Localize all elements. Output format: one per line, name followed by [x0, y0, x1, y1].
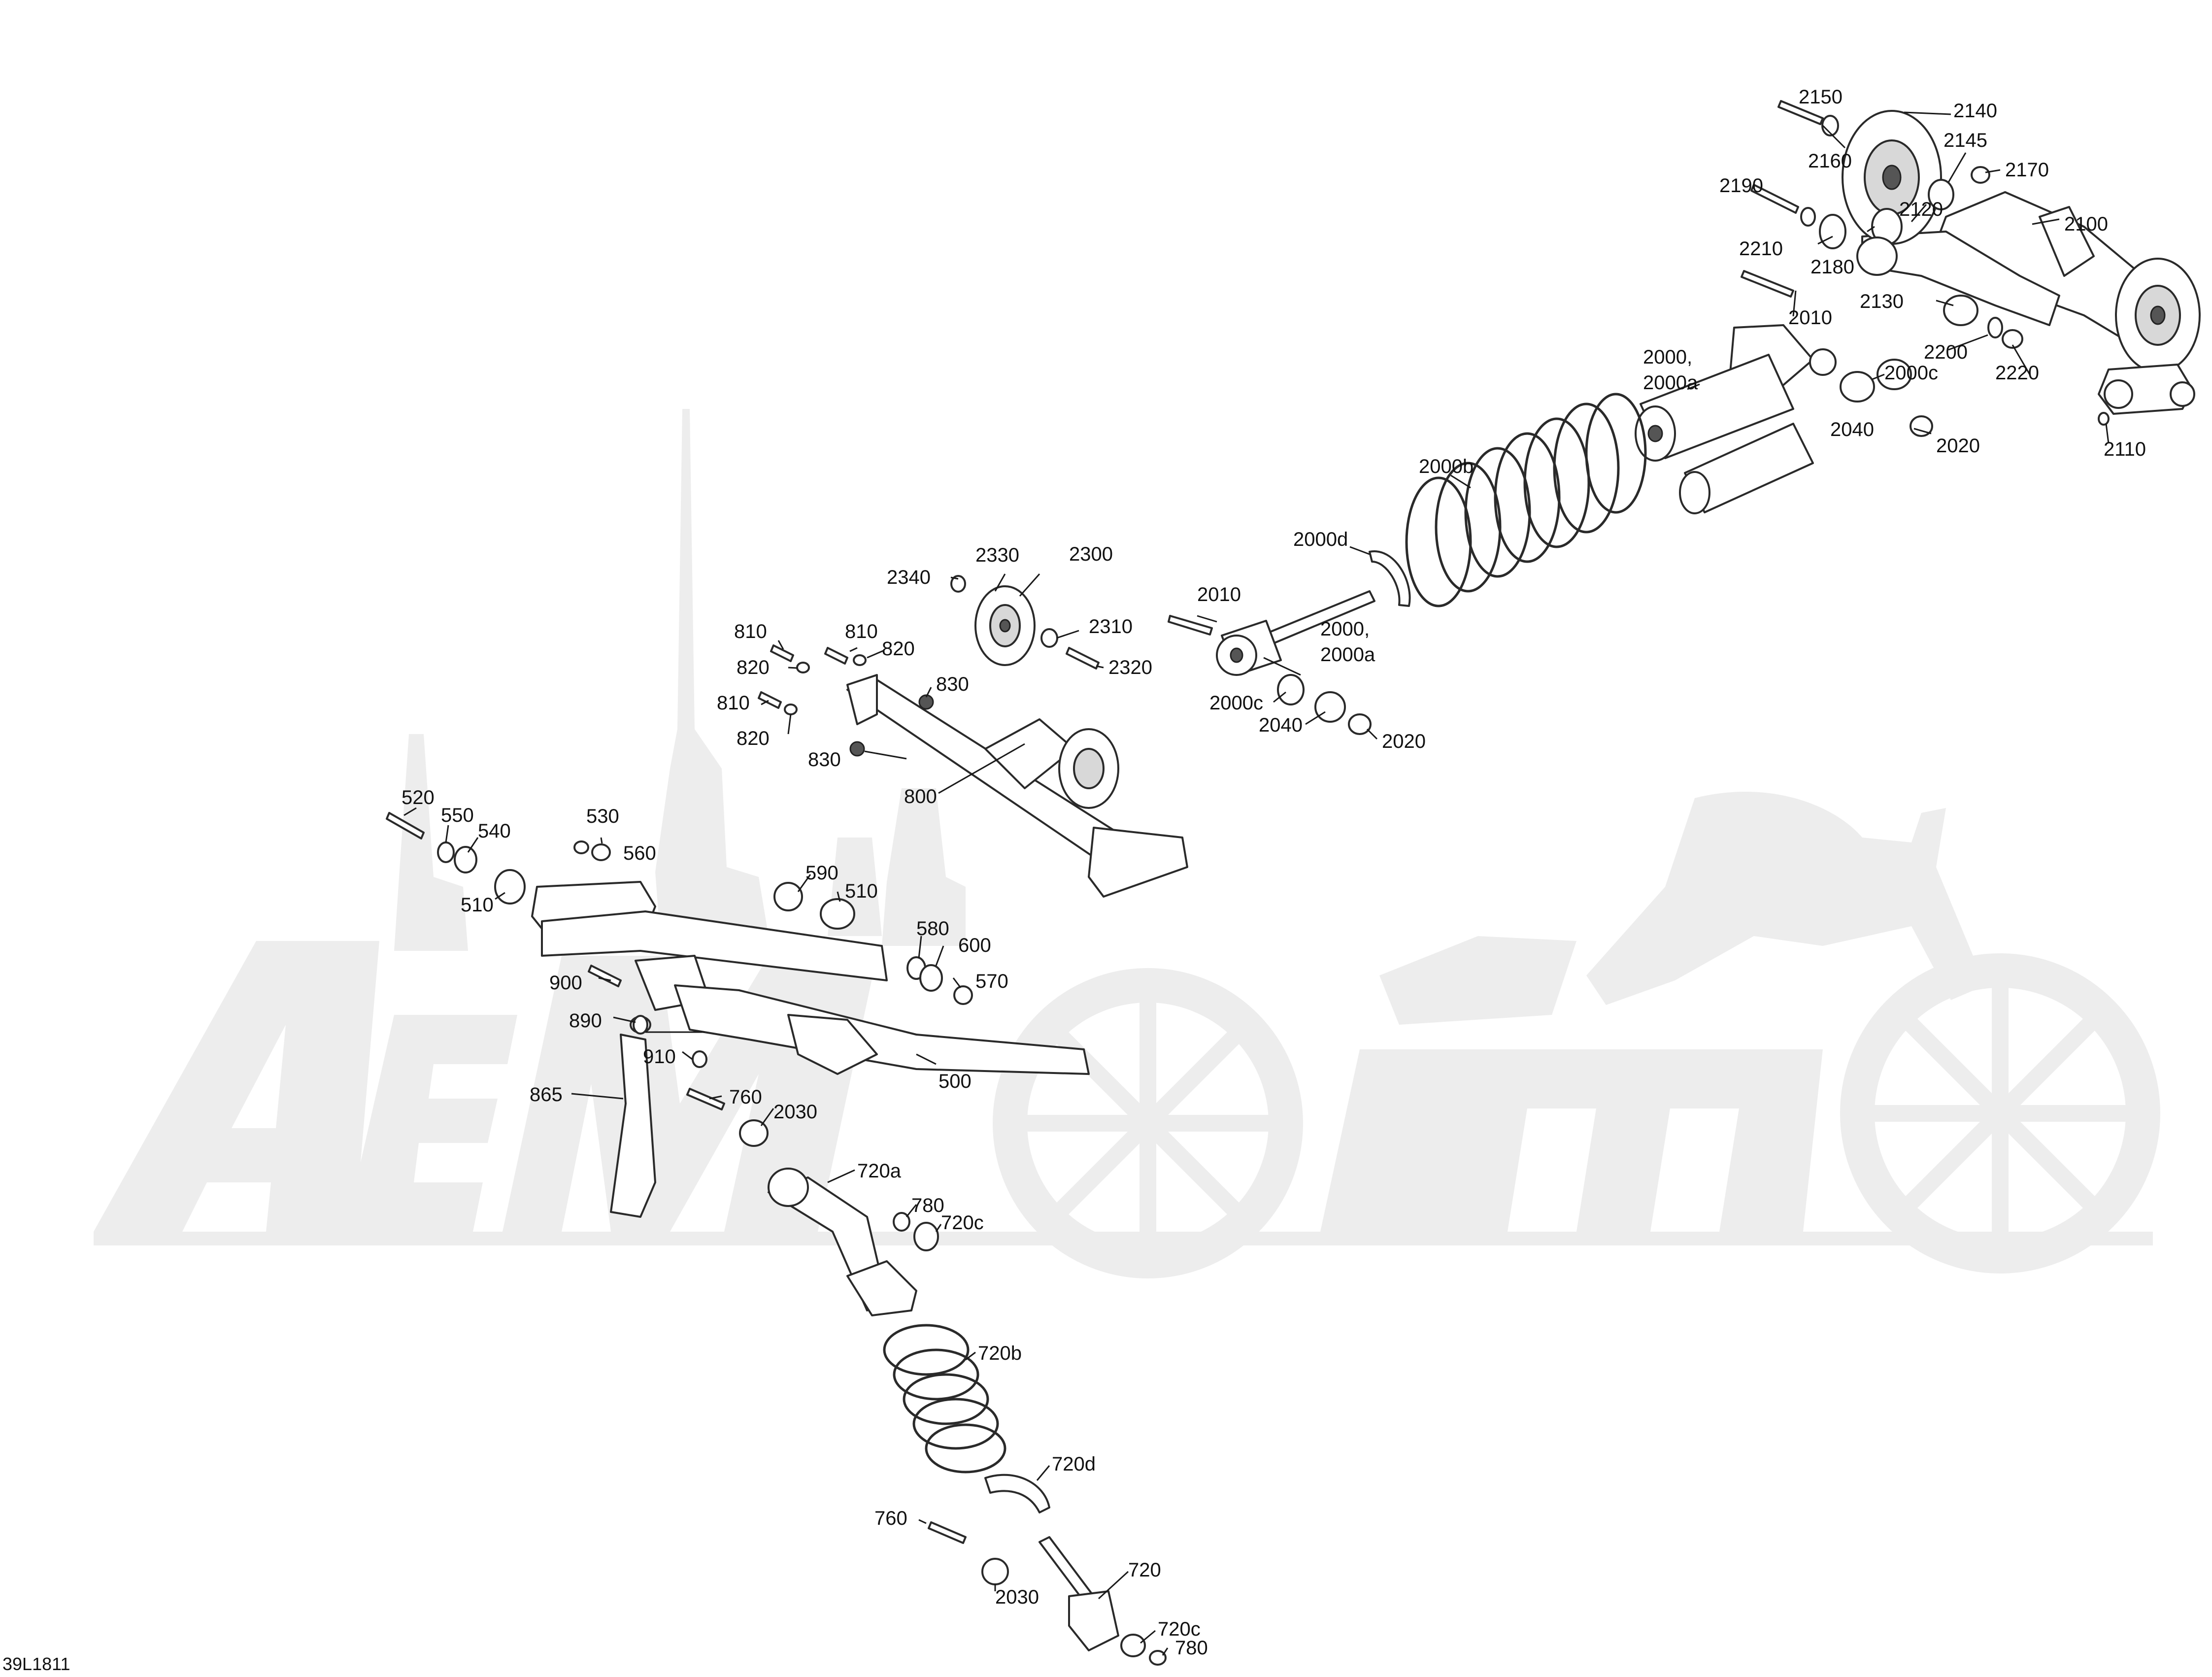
label-720a: 720a [857, 1160, 902, 1182]
label-2010-top: 2010 [1788, 307, 1832, 329]
label-900: 900 [549, 972, 582, 994]
label-760-b: 760 [874, 1508, 907, 1529]
label-510-b: 510 [845, 880, 878, 902]
part-labels: 2150 2140 2160 2145 2170 2190 2120 2100 … [402, 86, 2146, 1659]
label-2200: 2200 [1924, 341, 1968, 363]
label-830-b: 830 [808, 749, 841, 771]
label-2020-top: 2020 [1936, 435, 1980, 457]
label-720d: 720d [1052, 1453, 1096, 1475]
label-820-a: 820 [737, 657, 770, 678]
spring-720b [883, 1324, 1006, 1474]
label-2170: 2170 [2005, 159, 2049, 181]
label-2000a-mid: 2000a [1320, 644, 1375, 666]
label-2020-mid: 2020 [1382, 731, 1426, 752]
front-shock-720 [686, 1088, 1167, 1666]
label-810-c: 810 [717, 692, 750, 714]
label-550: 550 [441, 805, 474, 826]
label-2330: 2330 [975, 544, 1019, 566]
label-2000-top: 2000, [1643, 346, 1692, 368]
label-720c-b: 720c [1158, 1618, 1201, 1640]
label-2000a-top: 2000a [1643, 372, 1698, 394]
label-760-a: 760 [729, 1086, 762, 1108]
label-2130: 2130 [1860, 291, 1904, 312]
label-560: 560 [623, 842, 656, 864]
label-720: 720 [1128, 1559, 1161, 1581]
label-2000d: 2000d [1293, 529, 1348, 550]
label-830-a: 830 [936, 673, 969, 695]
label-910: 910 [643, 1046, 676, 1068]
label-2000-mid: 2000, [1320, 618, 1370, 640]
label-540: 540 [478, 820, 511, 842]
label-600: 600 [958, 935, 991, 956]
label-2145: 2145 [1944, 130, 1987, 151]
label-2000c-top: 2000c [1884, 362, 1938, 384]
label-2030-b: 2030 [995, 1586, 1039, 1608]
label-2100: 2100 [2064, 213, 2108, 235]
label-2160: 2160 [1808, 150, 1852, 172]
label-810-a: 810 [734, 621, 767, 642]
label-780-b: 780 [1175, 1637, 1208, 1659]
label-590: 590 [805, 862, 838, 884]
label-2040-top: 2040 [1830, 419, 1874, 440]
label-820-c: 820 [737, 728, 770, 749]
watermark [94, 409, 2160, 1278]
label-2320: 2320 [1108, 657, 1152, 678]
label-500: 500 [938, 1071, 972, 1092]
label-2310: 2310 [1089, 616, 1133, 637]
label-2210: 2210 [1739, 238, 1783, 260]
front-arm-500 [386, 812, 1090, 1218]
label-580: 580 [916, 918, 949, 939]
link-865 [610, 1034, 656, 1218]
label-2120: 2120 [1899, 199, 1943, 220]
label-2000c-mid: 2000c [1209, 692, 1263, 714]
label-865: 865 [530, 1084, 563, 1106]
label-820-b: 820 [882, 638, 915, 660]
label-2180: 2180 [1810, 256, 1854, 278]
label-2150: 2150 [1799, 86, 1843, 108]
label-2040-mid: 2040 [1259, 714, 1303, 736]
cross-shaft-800 [758, 575, 1188, 898]
leader-lines [403, 111, 2110, 1656]
label-2000b: 2000b [1419, 456, 1474, 477]
label-2220: 2220 [1995, 362, 2039, 384]
label-2140: 2140 [1953, 100, 1997, 122]
label-800: 800 [904, 786, 937, 807]
rear-arm-assembly [1750, 100, 2201, 426]
label-810-b: 810 [845, 621, 878, 642]
drawing-code: 39L1811 [2, 1654, 70, 1674]
label-2010-mid: 2010 [1197, 584, 1241, 605]
label-570: 570 [975, 971, 1008, 992]
spring-2000b [1405, 393, 1647, 607]
label-530: 530 [586, 805, 619, 827]
rear-shock-2000 [1168, 270, 1933, 735]
label-2190: 2190 [1719, 175, 1763, 197]
label-2110: 2110 [2104, 438, 2146, 460]
label-720c-a: 720c [941, 1212, 984, 1234]
label-2340: 2340 [887, 567, 931, 588]
label-780-a: 780 [911, 1195, 944, 1216]
label-2300: 2300 [1069, 543, 1113, 565]
label-890: 890 [569, 1010, 602, 1032]
label-520: 520 [402, 787, 435, 808]
label-2030-a: 2030 [773, 1101, 817, 1123]
label-510-a: 510 [461, 894, 494, 916]
label-720b: 720b [978, 1342, 1022, 1364]
